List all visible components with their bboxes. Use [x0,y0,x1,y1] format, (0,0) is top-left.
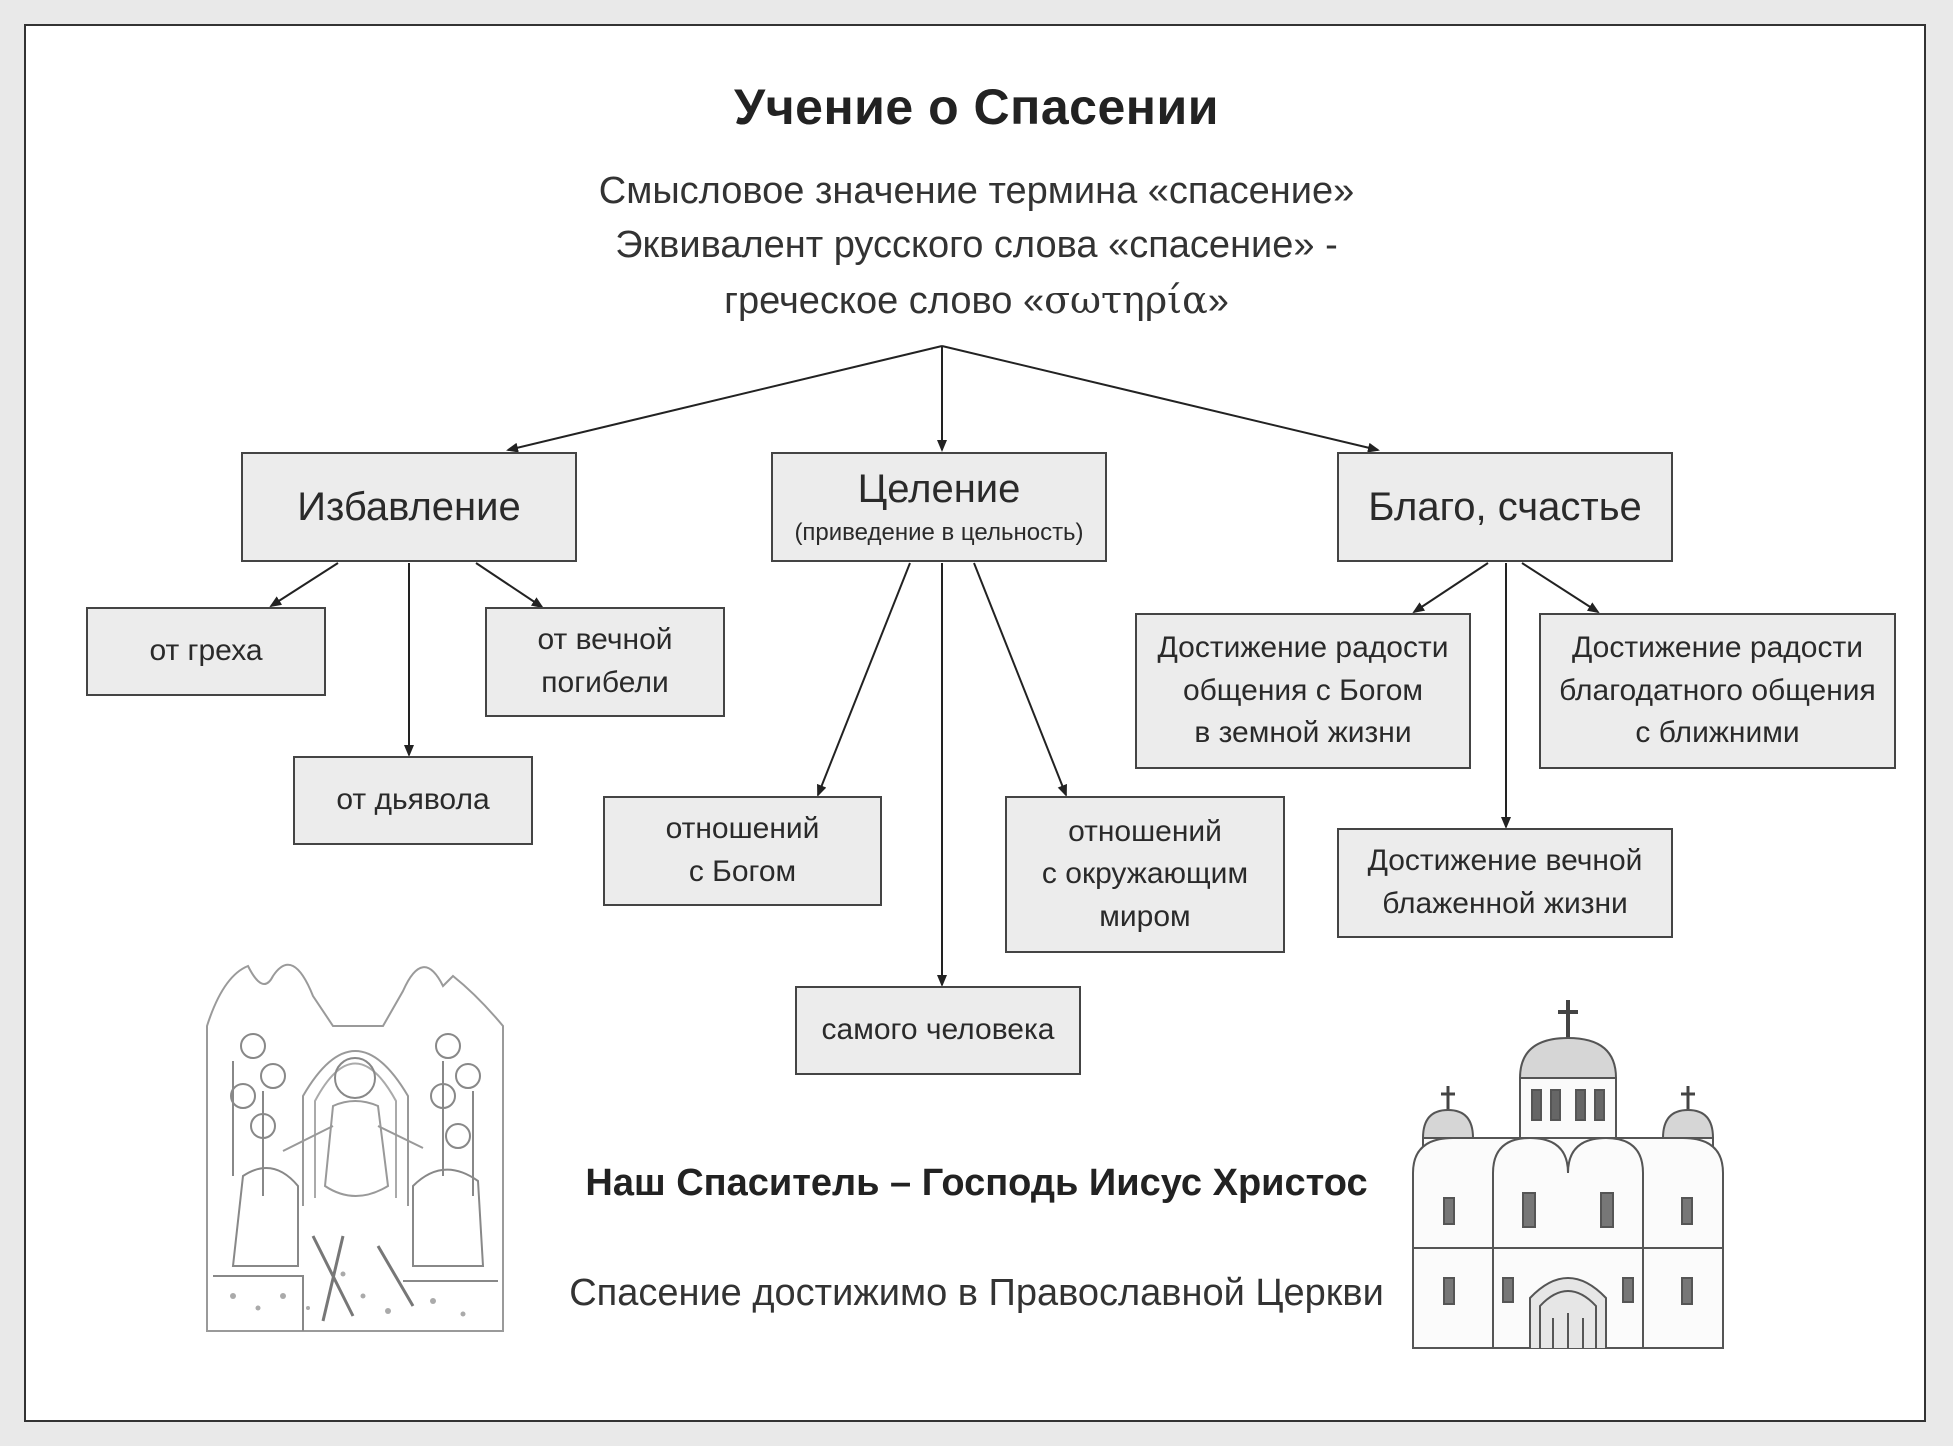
box-rel-world-line-1: отношений [1068,814,1222,848]
box-joy-neighbors: Достижение радости благодатного общения … [1539,613,1896,769]
category-deliverance-label: Избавление [297,485,521,529]
box-rel-god: отношений с Богом [603,796,882,906]
arrow-to-from-sin [269,562,339,608]
box-eternal: Достижение вечной блаженной жизни [1337,828,1673,938]
subtitle-line-2: Эквивалент русского слова «спасение» - [615,224,1338,266]
box-rel-god-line-1: отношений [665,812,820,846]
category-healing-note: (приведение в цельность) [794,519,1084,547]
box-joy-god: Достижение радости общения с Богом в зем… [1135,613,1471,769]
box-joy-god-line-2: общения с Богом [1182,673,1424,707]
page-title: Учение о Спасении [734,79,1219,135]
arrow-to-good [941,345,1380,453]
box-rel-world-line-2: с окружающим [1041,857,1249,891]
box-joy-neighbors-line-3: с ближними [1635,716,1800,750]
box-from-perdition-line-1: от вечной [537,623,673,657]
arrow-to-from-perdition [475,562,544,609]
box-joy-god-line-1: Достижение радости [1157,631,1449,665]
box-self-text: самого человека [821,1013,1055,1047]
arrow-to-joy-neighbors [1521,562,1600,614]
footer-church: Спасение достижимо в Православной Церкви [569,1272,1384,1314]
arrow-to-deliverance [506,345,943,453]
box-rel-world: отношений с окружающим миром [1005,796,1285,953]
category-good-label: Благо, счастье [1368,485,1642,529]
subtitle-line-3: греческое слово «σωτηρία» [724,278,1229,322]
category-deliverance: Избавление [241,452,577,562]
box-from-sin-text: от греха [149,634,263,668]
box-from-sin: от греха [86,607,326,696]
box-from-perdition-line-2: погибели [541,666,669,699]
orthodox-church-drawing [1412,1000,1724,1349]
resurrection-icon-drawing [206,963,504,1332]
box-from-devil: от дьявола [293,756,533,845]
box-joy-god-line-3: в земной жизни [1194,716,1412,750]
box-joy-neighbors-line-1: Достижение радости [1572,631,1863,665]
box-rel-world-line-3: миром [1099,899,1191,933]
box-eternal-line-1: Достижение вечной [1367,844,1643,878]
arrow-to-rel-world [973,562,1067,797]
box-rel-god-line-2: с Богом [688,855,797,888]
subtitle-line-1: Смысловое значение термина «спасение» [598,170,1355,212]
greek-word: σωτηρία [1044,278,1208,322]
footer-savior: Наш Спаситель – Господь Иисус Христос [585,1162,1368,1204]
arrow-to-joy-god [1412,562,1489,614]
box-from-devil-text: от дьявола [336,783,490,817]
box-joy-neighbors-line-2: благодатного общения [1559,673,1876,707]
box-self: самого человека [795,986,1081,1075]
box-eternal-line-2: блаженной жизни [1382,887,1628,920]
arrow-to-rel-god [817,562,911,797]
category-healing-label: Целение [857,467,1021,512]
category-healing: Целение (приведение в цельность) [771,452,1107,562]
category-good: Благо, счастье [1337,452,1673,562]
box-from-perdition: от вечной погибели [485,607,725,717]
